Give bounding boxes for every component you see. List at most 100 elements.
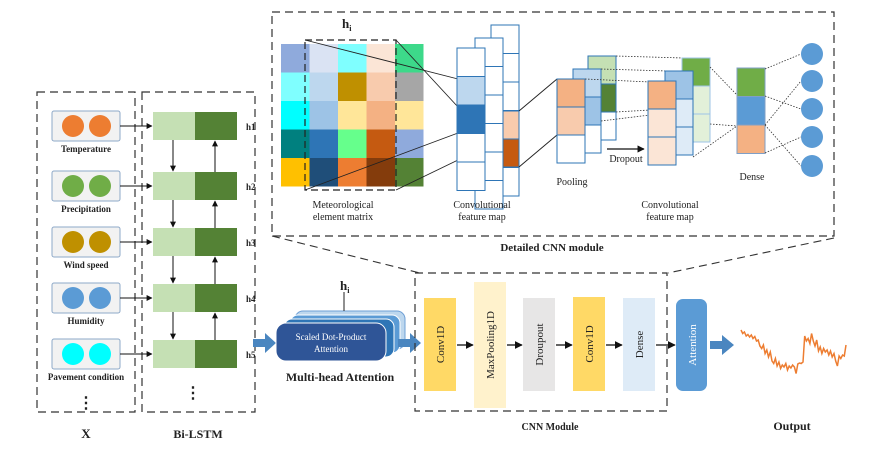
- cnn-module-label: CNN Module: [522, 422, 580, 433]
- dense-unit: [736, 96, 766, 126]
- hidden-state-label: h5: [246, 350, 256, 360]
- feature-circle: [62, 287, 84, 309]
- pool-connector-line: [600, 68, 669, 72]
- cnn-layer-label: Droupout: [534, 323, 546, 365]
- meteorological-matrix: [281, 39, 459, 191]
- conv1-highlight-cell: [502, 138, 520, 168]
- conv1-front-cell: [456, 47, 486, 77]
- arrow-attention-to-output: [710, 335, 734, 355]
- conv1-front-cell: [456, 104, 486, 134]
- dense-unit: [736, 67, 766, 97]
- lstm-forward-cell: [153, 340, 195, 368]
- conv2-front-cell: [647, 108, 677, 138]
- kernel-window: [304, 39, 397, 191]
- matrix-label-2: element matrix: [313, 212, 373, 223]
- matrix-cell: [338, 72, 367, 101]
- neuron-connector-line: [764, 80, 802, 126]
- zoom-line-left: [271, 235, 421, 274]
- matrix-cell: [281, 158, 310, 187]
- attention-block-label-2: Attention: [314, 344, 348, 354]
- input-ellipsis: ⋮: [78, 395, 94, 412]
- feature-circle: [89, 115, 111, 137]
- feature-circle: [89, 175, 111, 197]
- conv1-highlight-cell: [502, 110, 520, 140]
- output-chart: [740, 329, 847, 374]
- multihead-attention-block: Scaled Dot-Product Attention: [275, 310, 406, 362]
- hidden-state-label: h3: [246, 238, 256, 248]
- lstm-forward-cell: [153, 112, 195, 140]
- neuron-connector-line: [764, 124, 802, 167]
- matrix-cell: [395, 101, 424, 130]
- pooling-label: Pooling: [556, 177, 587, 188]
- conv-map-1-label-1: Convolutional: [453, 200, 510, 211]
- arrow-bilstm-to-attention: [253, 333, 276, 353]
- matrix-symbol: hi: [342, 16, 352, 33]
- output-neuron: [801, 98, 823, 120]
- input-box: [36, 91, 136, 413]
- matrix-cell: [366, 129, 395, 158]
- matrix-cell: [338, 101, 367, 130]
- conv-feature-map-2: [647, 57, 738, 166]
- pool-front-cell: [556, 106, 586, 136]
- output-neuron: [801, 70, 823, 92]
- feature-circle: [62, 175, 84, 197]
- feature-circle: [89, 343, 111, 365]
- bilstm-box: [141, 91, 256, 413]
- kernel-projection-line: [304, 39, 459, 80]
- output-series-line: [740, 329, 847, 374]
- cnn-layer-block: [623, 298, 655, 391]
- cnn-layer-block: [573, 297, 605, 391]
- neuron-connector-line: [764, 95, 802, 110]
- output-neurons: [764, 43, 823, 177]
- pool-projection-line: [518, 78, 558, 112]
- conv-map-2-label-1: Convolutional: [641, 200, 698, 211]
- cnn-layer-label: Conv1D: [584, 325, 596, 362]
- feature-circle: [62, 115, 84, 137]
- output-neuron: [801, 126, 823, 148]
- dense-connector-line: [709, 123, 738, 127]
- output-neuron: [801, 43, 823, 65]
- neuron-connector-line: [764, 136, 802, 154]
- lstm-backward-cell: [195, 228, 237, 256]
- lstm-backward-cell: [195, 172, 237, 200]
- pool-connector-line: [615, 109, 651, 113]
- matrix-cell: [395, 158, 424, 187]
- bilstm-ellipsis: ⋮: [185, 385, 201, 402]
- matrix-cell: [338, 44, 367, 73]
- matrix-cell: [366, 72, 395, 101]
- matrix-cell: [366, 101, 395, 130]
- hidden-state-label: h4: [246, 294, 256, 304]
- pool-connector-line: [584, 78, 651, 83]
- detailed-cnn-box: [271, 11, 835, 237]
- dense-connector-line: [709, 66, 738, 96]
- attention-input-symbol: hi: [340, 278, 350, 295]
- cnn-layer-label: MaxPooling1D: [485, 311, 497, 379]
- matrix-cell: [309, 72, 338, 101]
- pool-front-cell: [556, 78, 586, 108]
- feature-circle: [62, 231, 84, 253]
- matrix-cell: [395, 129, 424, 158]
- neuron-connector-line: [764, 53, 802, 70]
- matrix-cell: [309, 44, 338, 73]
- matrix-cell: [395, 44, 424, 73]
- detailed-cnn-label: Detailed CNN module: [500, 242, 603, 254]
- pool-connector-line: [615, 55, 684, 59]
- cnn-layer-block: [474, 282, 506, 408]
- feature-circle: [89, 231, 111, 253]
- dense-layer: [736, 67, 766, 154]
- feature-label: Precipitation: [61, 204, 111, 214]
- dense-label: Dense: [740, 172, 766, 183]
- pool-connector-line: [600, 114, 651, 122]
- conv1-front-cell: [456, 161, 486, 191]
- hidden-state-label: h2: [246, 182, 256, 192]
- hidden-state-label: h1: [246, 122, 256, 132]
- matrix-cell: [395, 72, 424, 101]
- final-attention-label: Attention: [687, 324, 699, 366]
- feature-circle: [89, 287, 111, 309]
- feature-label: Pavement condition: [48, 372, 124, 382]
- lstm-backward-cell: [195, 284, 237, 312]
- input-label: X: [81, 426, 91, 441]
